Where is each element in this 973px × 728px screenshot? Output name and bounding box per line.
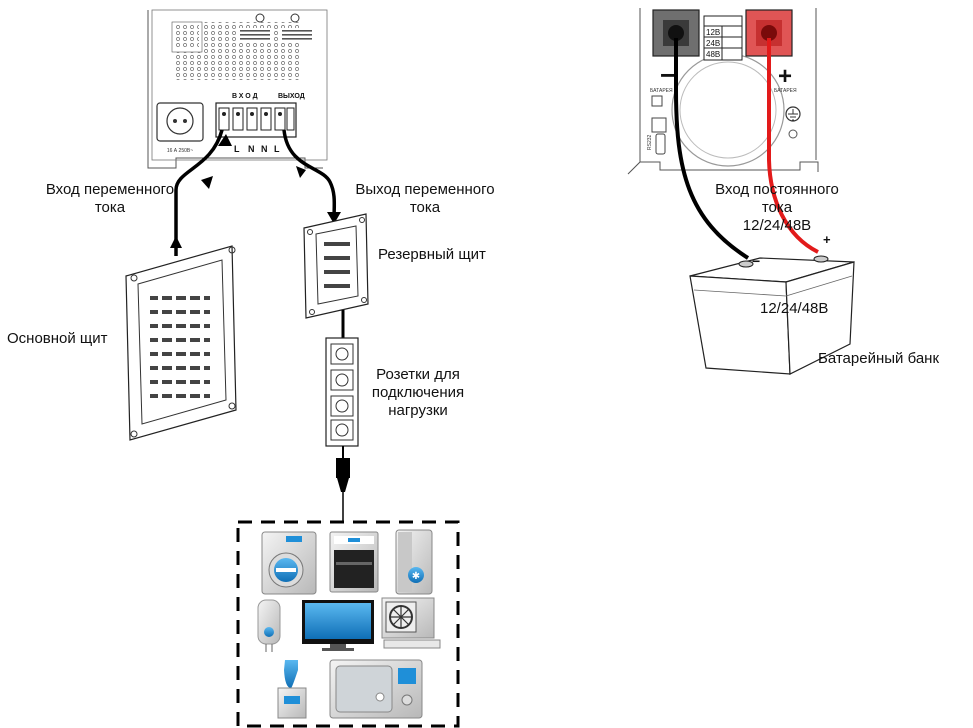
ground-icon xyxy=(785,106,801,122)
ac-input-arrow-upper xyxy=(201,176,213,189)
appliances-box: ✱ xyxy=(236,520,460,728)
main-panel-graphic xyxy=(125,245,237,441)
ac-output-cable xyxy=(282,129,341,224)
oven-icon xyxy=(329,531,379,593)
terminal-n-in: N xyxy=(248,144,255,154)
inverter-dc-side: 12В 24В 48В − + БАТАРЕЯ БАТАРЕЯ RS232 xyxy=(627,8,819,175)
battery-plus-label: БАТАРЕЯ xyxy=(774,88,797,94)
ac-input-cable xyxy=(170,129,232,256)
refrigerator-icon: ✱ xyxy=(395,529,433,595)
socket-rating: 16 А 250В~ xyxy=(167,148,193,154)
dc-negative-cable xyxy=(674,38,750,260)
terminal-n-out: N xyxy=(261,144,268,154)
voltage-table: 12В 24В 48В xyxy=(703,15,743,61)
terminal-block: L N N L xyxy=(215,102,297,154)
battery-plus: + xyxy=(823,232,831,247)
inverter-socket: 16 А 250В~ xyxy=(156,102,204,154)
dc-negative-terminal xyxy=(652,9,700,57)
inverter-ac-side: 16 А 250В~ ВХОД ВЫХОД L N N L xyxy=(147,9,328,169)
plus-sign: + xyxy=(778,63,792,90)
water-heater-icon xyxy=(257,599,281,652)
main-panel-label: Основной щит xyxy=(7,330,108,347)
battery-bank-label: Батарейный банк xyxy=(818,350,940,367)
water-dispenser-icon xyxy=(277,660,307,719)
svg-text:✱: ✱ xyxy=(412,571,420,582)
rs232-label: RS232 xyxy=(647,134,653,150)
voltage-12: 12В xyxy=(706,28,720,37)
ac-output-arrow-lower xyxy=(327,212,341,224)
battery-minus-label: БАТАРЕЯ xyxy=(650,88,673,94)
air-conditioner-icon xyxy=(381,597,441,649)
voltage-24: 24В xyxy=(706,39,720,48)
battery-voltage-label: 12/24/48В xyxy=(760,300,829,317)
plug xyxy=(336,446,350,522)
washing-machine-icon xyxy=(261,531,317,595)
dc-positive-cable xyxy=(767,38,819,254)
tv-icon xyxy=(302,600,374,651)
vyhod-label: ВЫХОД xyxy=(278,93,305,100)
terminal-l-out: L xyxy=(274,144,280,154)
vhod-label: ВХОД xyxy=(232,93,260,100)
minus-sign: − xyxy=(660,60,675,90)
battery-graphic: − + xyxy=(689,232,855,375)
terminal-l-in: L xyxy=(234,144,240,154)
rs232-port: RS232 xyxy=(647,133,666,155)
backup-panel-label: Резервный щит xyxy=(378,246,486,263)
ac-input-arrow-lower xyxy=(170,236,182,248)
battery-minus: − xyxy=(752,253,760,269)
ac-output-arrow-upper xyxy=(296,166,306,178)
voltage-48: 48В xyxy=(706,50,720,59)
microwave-icon xyxy=(329,659,423,719)
socket-strip xyxy=(325,337,359,447)
backup-panel-graphic xyxy=(303,213,369,319)
